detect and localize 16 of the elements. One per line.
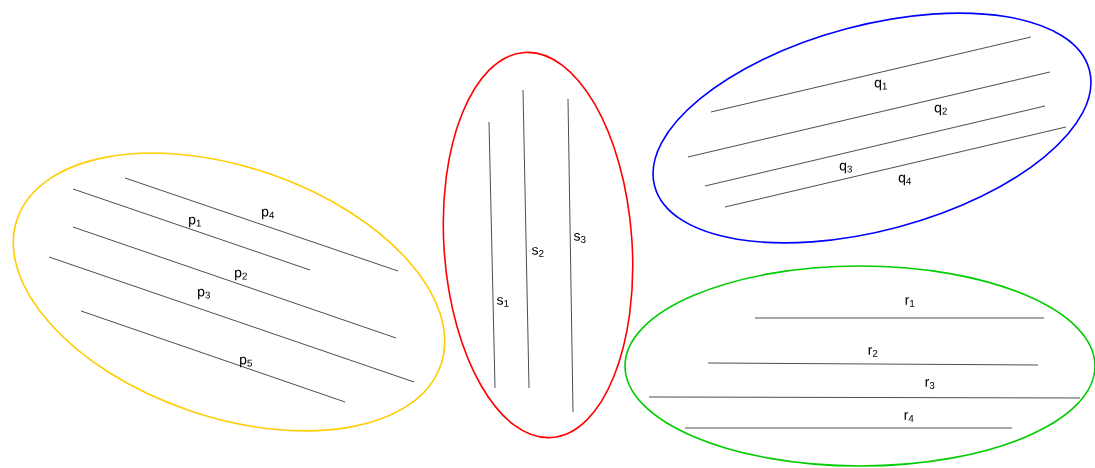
line-label: p$_{2}$ bbox=[235, 269, 247, 281]
line-label: q$_{4}$ bbox=[898, 174, 912, 186]
line-label: r$_{3}$ bbox=[925, 379, 935, 389]
line-label: r$_{4}$ bbox=[904, 412, 914, 422]
line-label: s$_{2}$ bbox=[531, 247, 544, 257]
line-label: q$_{1}$ bbox=[874, 79, 887, 91]
line-label: q$_{2}$ bbox=[934, 104, 947, 116]
line-label: s$_{3}$ bbox=[573, 233, 586, 243]
line-label: p$_{3}$ bbox=[198, 288, 210, 300]
line-label: r$_{1}$ bbox=[905, 297, 915, 307]
line-label: p$_{4}$ bbox=[262, 208, 275, 220]
line-label: s$_{1}$ bbox=[496, 297, 509, 307]
line-label: p$_{1}$ bbox=[189, 216, 201, 228]
line-label: q$_{3}$ bbox=[839, 162, 852, 174]
line-label: r$_{2}$ bbox=[868, 347, 878, 357]
line-label: p$_{5}$ bbox=[240, 356, 252, 368]
